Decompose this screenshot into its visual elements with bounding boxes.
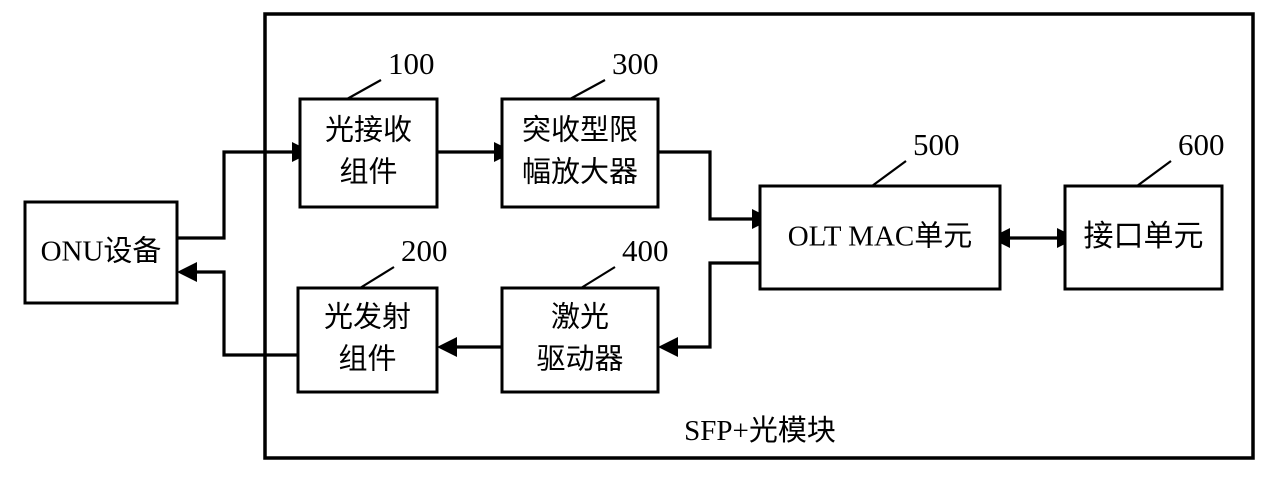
ref-number-300: 300 bbox=[612, 46, 659, 81]
block-interface-unit-label: 接口单元 bbox=[1084, 220, 1204, 253]
leader-line-100 bbox=[346, 79, 382, 100]
wire-amplifier-to-olt-mac bbox=[658, 150, 752, 221]
wire-olt-mac-to-laser-driver bbox=[678, 261, 760, 349]
block-interface-unit-rect[interactable] bbox=[1063, 184, 1224, 291]
block-optical-transmitter-label-line1: 光发射 bbox=[324, 301, 411, 334]
block-onu[interactable]: ONU设备 bbox=[23, 200, 179, 305]
block-optical-receiver-label-line2: 组件 bbox=[339, 156, 397, 189]
ref-number-200: 200 bbox=[401, 233, 448, 268]
ref-number-600: 600 bbox=[1178, 127, 1225, 162]
block-onu-rect[interactable] bbox=[23, 200, 179, 305]
block-optical-receiver-label-line1: 光接收 bbox=[325, 114, 412, 147]
block-laser-driver[interactable]: 激光 驱动器 bbox=[500, 286, 660, 394]
connection-wires bbox=[177, 142, 1077, 357]
block-olt-mac-unit-rect[interactable] bbox=[758, 184, 1002, 291]
block-optical-transmitter-label-line2: 组件 bbox=[338, 343, 396, 376]
block-optical-transmitter-rect[interactable] bbox=[296, 286, 439, 394]
block-olt-mac-unit-label: OLT MAC单元 bbox=[788, 220, 973, 253]
block-burst-limiting-amplifier-rect[interactable] bbox=[500, 97, 660, 209]
leader-line-300 bbox=[569, 79, 606, 100]
block-optical-receiver-rect[interactable] bbox=[298, 97, 439, 209]
block-burst-limiting-amplifier[interactable]: 突收型限 幅放大器 bbox=[500, 97, 660, 209]
reference-numerals: 100 300 500 600 200 400 bbox=[346, 46, 1225, 289]
ref-number-500: 500 bbox=[913, 127, 960, 162]
block-laser-driver-label-line2: 驱动器 bbox=[536, 344, 623, 376]
arrowhead-olt-mac-to-laser-driver bbox=[658, 337, 678, 357]
leader-line-200 bbox=[359, 266, 395, 289]
leader-line-400 bbox=[580, 266, 616, 289]
block-onu-label: ONU设备 bbox=[41, 235, 162, 268]
block-burst-limiting-amplifier-label-line2: 幅放大器 bbox=[522, 156, 638, 189]
wire-optical-transmitter-to-onu bbox=[197, 270, 298, 357]
block-optical-transmitter[interactable]: 光发射 组件 bbox=[296, 286, 439, 394]
block-laser-driver-label-line1: 激光 bbox=[551, 301, 609, 334]
figure-caption: SFP+光模块 bbox=[684, 414, 836, 447]
leader-line-600 bbox=[1136, 160, 1172, 187]
block-interface-unit[interactable]: 接口单元 bbox=[1063, 184, 1224, 291]
leader-line-500 bbox=[871, 160, 907, 187]
block-optical-receiver[interactable]: 光接收 组件 bbox=[298, 97, 439, 209]
wire-onu-to-optical-receiver bbox=[177, 150, 292, 240]
ref-number-400: 400 bbox=[622, 233, 669, 268]
arrowhead-laser-driver-to-optical-transmitter bbox=[437, 337, 457, 357]
sfp-module-container bbox=[263, 12, 1255, 460]
block-olt-mac-unit[interactable]: OLT MAC单元 bbox=[758, 184, 1002, 291]
block-laser-driver-rect[interactable] bbox=[500, 286, 660, 394]
block-burst-limiting-amplifier-label-line1: 突收型限 bbox=[522, 114, 638, 147]
arrowhead-optical-transmitter-to-onu bbox=[177, 262, 197, 282]
ref-number-100: 100 bbox=[388, 46, 435, 81]
